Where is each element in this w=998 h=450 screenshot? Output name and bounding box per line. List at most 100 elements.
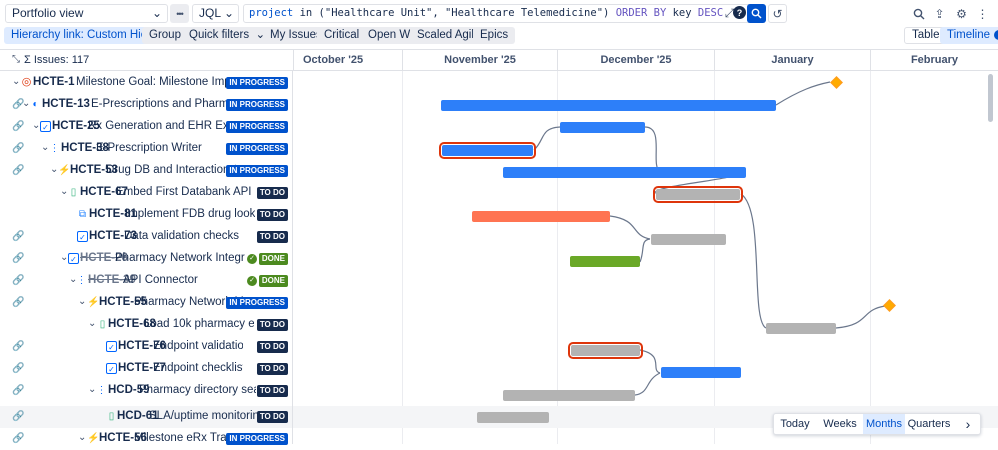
- issue-key[interactable]: HCTE-1: [33, 76, 75, 88]
- status-badge: IN PROGRESS: [226, 165, 288, 177]
- issue-key[interactable]: HCTE-25: [52, 120, 100, 132]
- issue-summary: Pharmacy Network Mapping: [134, 296, 244, 308]
- timeline-bar[interactable]: [477, 412, 549, 423]
- today-button[interactable]: Today: [780, 418, 810, 430]
- chevron-down-icon: ⌄: [151, 6, 162, 20]
- timeline-bar[interactable]: [568, 342, 643, 359]
- chevron-down-icon[interactable]: ⌄: [41, 142, 50, 153]
- table-row[interactable]: 🔗 ✓ HCTE-77 Endpoint checklist TO DO: [0, 358, 293, 380]
- hierarchy-button[interactable]: Hierarchy link: Custom Hierarchy: [4, 27, 187, 44]
- chevron-down-icon[interactable]: ⌄: [88, 318, 97, 329]
- table-row[interactable]: 🔗 ⌄ ⋮ HCTE-38 E-Prescription Writer IN P…: [0, 138, 293, 160]
- grid-line: [870, 71, 871, 444]
- issue-key[interactable]: HCTE-81: [89, 208, 137, 220]
- weeks-button[interactable]: Weeks: [823, 418, 857, 430]
- table-row[interactable]: 🔗 ▯ HCD-61 SLA/uptime monitoring for p..…: [0, 406, 293, 428]
- quick-filters-button[interactable]: Quick filters ⌄: [182, 27, 272, 44]
- timeline-bar[interactable]: [439, 142, 536, 159]
- critical-button[interactable]: Critical: [317, 27, 367, 44]
- issue-key[interactable]: HCTE-13: [42, 98, 90, 110]
- chevron-down-icon[interactable]: ⌄: [88, 384, 97, 395]
- timeline-bar[interactable]: [653, 186, 743, 203]
- mode-select[interactable]: JQL ⌄: [192, 4, 239, 23]
- timeline-bar[interactable]: [661, 367, 741, 378]
- epics-button[interactable]: Epics: [473, 27, 516, 44]
- dependency-line: [639, 238, 651, 263]
- issue-key[interactable]: HCTE-26: [80, 252, 128, 264]
- chevron-down-icon[interactable]: ⌄: [78, 296, 87, 307]
- issue-key[interactable]: HCD-61: [117, 410, 159, 422]
- issue-key[interactable]: HCTE-53: [70, 164, 118, 176]
- search-icon[interactable]: [909, 4, 928, 23]
- scaled-agile-button[interactable]: Scaled Agile: [410, 27, 488, 44]
- issue-key[interactable]: HCTE-38: [61, 142, 109, 154]
- months-button[interactable]: Months: [863, 414, 905, 434]
- initiative-icon: ◐: [32, 99, 39, 110]
- chevron-down-icon[interactable]: ⌄: [50, 164, 59, 175]
- issue-key[interactable]: HCD-59: [108, 384, 150, 396]
- chevron-down-icon[interactable]: ⌄: [12, 76, 21, 87]
- checkbox-icon: ✓: [106, 341, 117, 352]
- collapse-icon[interactable]: ⤡: [12, 54, 20, 65]
- timeline-bar[interactable]: [503, 167, 746, 178]
- chevron-down-icon[interactable]: ⌄: [69, 274, 78, 285]
- timeline-bar[interactable]: [766, 323, 836, 334]
- issue-key[interactable]: HCTE-67: [80, 186, 128, 198]
- undo-icon[interactable]: ↺: [768, 4, 787, 23]
- search-button[interactable]: [747, 4, 766, 23]
- chevron-right-icon[interactable]: ›: [965, 416, 971, 432]
- info-icon: i: [994, 30, 998, 40]
- gear-icon[interactable]: ⚙: [956, 6, 967, 21]
- table-row[interactable]: ⌄ ▯ HCTE-67 Embed First Databank API TO …: [0, 182, 293, 204]
- vertical-scrollbar[interactable]: [988, 74, 993, 122]
- group-button[interactable]: Group: [142, 27, 188, 44]
- link-icon: 🔗: [12, 275, 25, 286]
- link-icon: 🔗: [12, 165, 25, 176]
- timeline-bar[interactable]: [560, 122, 645, 133]
- status-badge: TO DO: [256, 385, 288, 397]
- view-select[interactable]: Portfolio view ⌄: [5, 4, 168, 23]
- chevron-down-icon[interactable]: ⌄: [32, 120, 41, 131]
- issue-key[interactable]: HCTE-76: [118, 340, 166, 352]
- timeline-bar[interactable]: [441, 100, 776, 111]
- table-row[interactable]: ⧉ HCTE-81 Implement FDB drug lookup and …: [0, 204, 293, 226]
- table-row[interactable]: 🔗 ⌄ ◐ HCTE-13 E-Prescriptions and Pharma…: [0, 94, 293, 116]
- more-vertical-icon[interactable]: ⋮: [976, 6, 989, 21]
- issue-key[interactable]: HCTE-55: [99, 296, 147, 308]
- table-row[interactable]: 🔗 ⌄ ⚡ HCTE-53 Drug DB and Interaction Ch…: [0, 160, 293, 182]
- help-icon[interactable]: ?: [733, 6, 746, 19]
- table-row[interactable]: ⌄ ▯ HCTE-68 Load 10k pharmacy endpoints …: [0, 314, 293, 336]
- table-row[interactable]: 🔗 ✓ HCTE-76 Endpoint validation TO DO: [0, 336, 293, 358]
- month-header: October '25: [293, 50, 402, 70]
- table-row[interactable]: 🔗 ⌄ ⚡ HCTE-55 Pharmacy Network Mapping I…: [0, 292, 293, 314]
- issue-key[interactable]: HCTE-68: [108, 318, 156, 330]
- table-row[interactable]: ⌄ ◎ HCTE-1 Milestone Goal: Milestone Imp…: [0, 72, 293, 94]
- chevron-down-icon[interactable]: ⌄: [22, 98, 31, 109]
- table-row[interactable]: 🔗 ⌄ ✓ HCTE-26 Pharmacy Network Integrati…: [0, 248, 293, 270]
- chevron-down-icon[interactable]: ⌄: [60, 252, 69, 263]
- timeline-bar[interactable]: [472, 211, 610, 222]
- timeline-bar[interactable]: [503, 390, 635, 401]
- chevron-down-icon[interactable]: ⌄: [60, 186, 69, 197]
- open-wi-button[interactable]: Open WI: [361, 27, 421, 44]
- export-icon[interactable]: ⇪: [934, 6, 945, 21]
- timeline-view-button[interactable]: Timeline i: [940, 27, 998, 44]
- issue-summary: E-Prescriptions and Pharmacy Integration: [91, 98, 239, 110]
- table-row[interactable]: 🔗 ⌄ ⋮ HCTE-39 API Connector ✓ DONE: [0, 270, 293, 292]
- issue-key[interactable]: HCTE-56: [99, 432, 147, 444]
- timeline-bar[interactable]: [651, 234, 726, 245]
- table-row[interactable]: 🔗 ✓ HCTE-73 Data validation checks TO DO: [0, 226, 293, 248]
- issue-key[interactable]: HCTE-73: [89, 230, 137, 242]
- timeline-bar[interactable]: [570, 256, 640, 267]
- expand-icon[interactable]: ⤢: [724, 6, 735, 20]
- search-icon: [751, 8, 762, 19]
- issue-key[interactable]: HCTE-39: [88, 274, 136, 286]
- chevron-down-icon[interactable]: ⌄: [78, 432, 87, 443]
- my-issues-button[interactable]: My Issues: [263, 27, 329, 44]
- table-row[interactable]: 🔗 ⌄ ✓ HCTE-25 Rx Generation and EHR Expo…: [0, 116, 293, 138]
- table-row[interactable]: 🔗 ⌄ ⚡ HCTE-56 Milestone eRx Transmissi..…: [0, 428, 293, 450]
- table-row[interactable]: 🔗 ⌄ ⋮ HCD-59 Pharmacy directory search a…: [0, 380, 293, 402]
- more-button[interactable]: •••: [170, 4, 189, 23]
- issue-key[interactable]: HCTE-77: [118, 362, 166, 374]
- quarters-button[interactable]: Quarters: [907, 418, 951, 430]
